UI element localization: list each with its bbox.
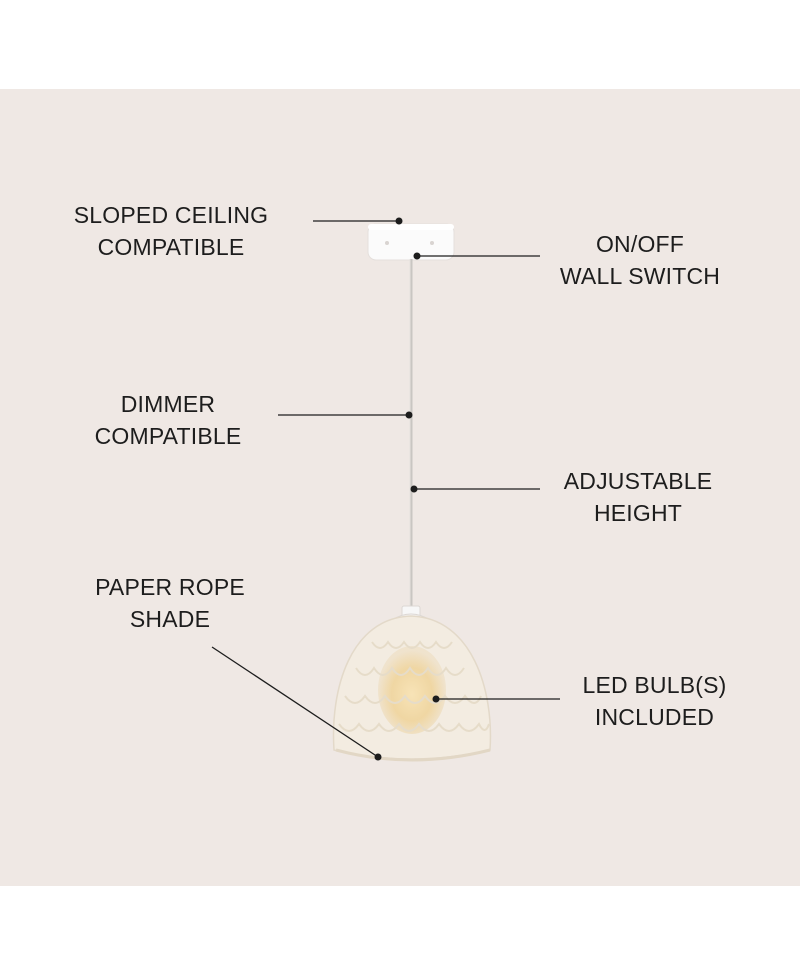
feature-dimmer: DIMMER COMPATIBLE <box>94 391 242 449</box>
rope-shade <box>332 615 492 762</box>
feature-led-bulb: LED BULB(S) INCLUDED <box>582 672 727 730</box>
feature-paper-rope-shade: PAPER ROPE SHADE <box>95 574 245 632</box>
feature-wall-switch: ON/OFF WALL SWITCH <box>559 231 721 289</box>
callout-lines <box>211 220 560 758</box>
feature-sloped-ceiling: SLOPED CEILING COMPATIBLE <box>73 202 269 260</box>
callout-dots <box>374 217 440 761</box>
feature-adjustable-height: ADJUSTABLE HEIGHT <box>563 468 713 526</box>
power-cord <box>409 259 413 612</box>
ceiling-canopy <box>367 223 455 261</box>
